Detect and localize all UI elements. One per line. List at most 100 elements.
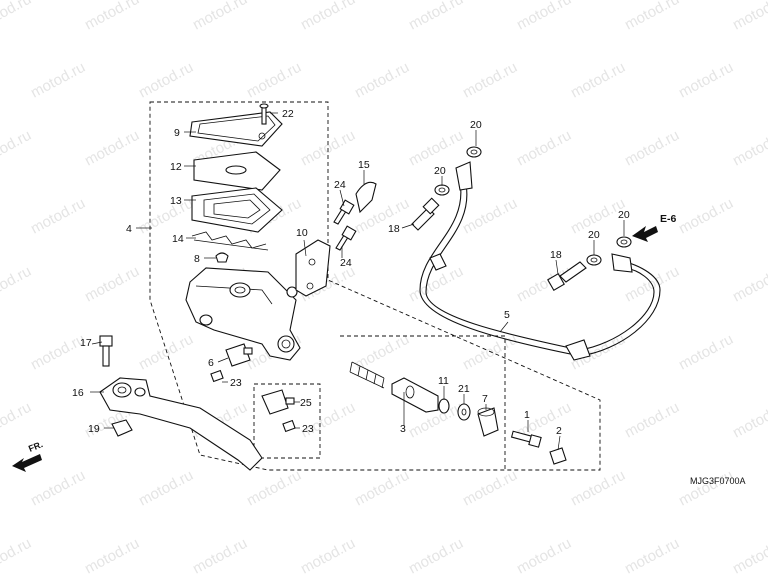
watermark-text: motod.ru — [460, 59, 520, 102]
holder — [295, 239, 331, 297]
watermark-text: motod.ru — [244, 467, 304, 510]
small-clip — [215, 252, 229, 263]
callout-24-lower: 24 — [340, 257, 352, 269]
callout-5: 5 — [504, 309, 510, 321]
callout-18-right: 18 — [550, 249, 562, 261]
callout-18-left: 18 — [388, 223, 400, 235]
watermark-text: motod.ru — [460, 467, 520, 510]
oil-bolt-2 — [547, 261, 587, 291]
front-direction-arrow — [12, 454, 42, 472]
watermark-text: motod.ru — [730, 0, 768, 34]
brake-hose — [419, 161, 661, 361]
watermark-text: motod.ru — [514, 535, 574, 576]
callout-12: 12 — [170, 161, 182, 173]
leader-lines — [90, 112, 625, 451]
brake-lever — [99, 377, 263, 471]
sealing-washer-3 — [586, 254, 602, 266]
watermark-text: motod.ru — [730, 399, 768, 442]
watermark-text: motod.ru — [136, 331, 196, 374]
holder-bolt-upper — [333, 199, 355, 225]
oil-bolt-1 — [411, 197, 440, 231]
watermark-text: motod.ru — [406, 0, 466, 34]
callout-7: 7 — [482, 393, 488, 405]
cap-screw — [259, 103, 269, 125]
reservoir-cap — [189, 111, 283, 147]
watermark-text: motod.ru — [622, 127, 682, 170]
callout-11: 11 — [438, 375, 449, 387]
watermark-text: motod.ru — [514, 127, 574, 170]
diaphragm — [191, 187, 283, 233]
spring-clip — [191, 231, 267, 249]
watermark-text: motod.ru — [82, 263, 142, 306]
push-rod — [510, 430, 542, 448]
watermark-text: motod.ru — [568, 467, 628, 510]
watermark-text: motod.ru — [28, 467, 88, 510]
front-label: FR. — [27, 439, 44, 454]
boot — [477, 407, 499, 437]
watermark-text: motod.ru — [28, 195, 88, 238]
watermark-text: motod.ru — [730, 263, 768, 306]
callout-20-right: 20 — [588, 229, 600, 241]
sealing-washer-2 — [434, 184, 450, 196]
piston — [391, 377, 439, 413]
diaphragm-plate — [193, 151, 281, 191]
watermark-text: motod.ru — [352, 467, 412, 510]
sealing-washer-4 — [616, 236, 632, 248]
callout-21: 21 — [458, 383, 470, 395]
watermark-text: motod.ru — [28, 59, 88, 102]
watermark-text: motod.ru — [514, 0, 574, 34]
washer-21 — [457, 403, 471, 421]
watermark-text: motod.ru — [82, 0, 142, 34]
watermark-text: motod.ru — [190, 0, 250, 34]
holder-bolt-lower — [335, 225, 357, 251]
ref-label: E-6 — [660, 213, 677, 225]
piston-spring — [349, 361, 385, 389]
watermark-text: motod.ru — [460, 195, 520, 238]
callout-16: 16 — [72, 387, 84, 399]
watermark-text: motod.ru — [190, 535, 250, 576]
callout-9: 9 — [174, 127, 180, 139]
callout-1: 1 — [524, 409, 530, 421]
watermark-text: motod.ru — [352, 331, 412, 374]
diagram-code: MJG3F0700A — [690, 476, 746, 486]
stop-switch — [225, 343, 253, 367]
callout-labels: 22 9 12 13 4 14 8 10 24 24 15 20 20 20 2… — [72, 108, 630, 437]
callout-17: 17 — [80, 337, 92, 349]
watermark-text: motod.ru — [406, 127, 466, 170]
callout-14: 14 — [172, 233, 184, 245]
callout-13: 13 — [170, 195, 182, 207]
watermark-text: motod.ru — [136, 59, 196, 102]
callout-20-top: 20 — [470, 119, 482, 131]
callout-23-lower: 23 — [302, 423, 314, 435]
watermark-text: motod.ru — [0, 127, 34, 170]
master-cylinder-body — [185, 267, 301, 361]
callout-23-upper: 23 — [230, 377, 242, 389]
switch-screw-1 — [210, 369, 224, 383]
callout-6: 6 — [208, 357, 214, 369]
watermark-text: motod.ru — [568, 59, 628, 102]
watermark-text: motod.ru — [676, 467, 736, 510]
sealing-washer-1 — [466, 146, 482, 158]
switch-assy — [261, 389, 295, 415]
callout-3: 3 — [400, 423, 406, 435]
watermark-text: motod.ru — [622, 0, 682, 34]
callout-20-far-right: 20 — [618, 209, 630, 221]
watermark-text: motod.ru — [244, 59, 304, 102]
watermark-text: motod.ru — [0, 0, 34, 34]
switch-frame — [253, 383, 321, 459]
master-cylinder-frame — [149, 101, 601, 471]
watermark-text: motod.ru — [514, 263, 574, 306]
ref-arrow — [632, 226, 658, 242]
callout-22: 22 — [282, 108, 294, 120]
watermark-text: motod.ru — [298, 0, 358, 34]
watermark-text: motod.ru — [0, 399, 34, 442]
callout-25: 25 — [300, 397, 312, 409]
watermark-text: motod.ru — [676, 195, 736, 238]
watermark-text: motod.ru — [136, 467, 196, 510]
watermark-text: motod.ru — [730, 535, 768, 576]
watermark-text: motod.ru — [622, 399, 682, 442]
switch-screw-2 — [282, 419, 296, 433]
callout-2: 2 — [556, 425, 562, 437]
